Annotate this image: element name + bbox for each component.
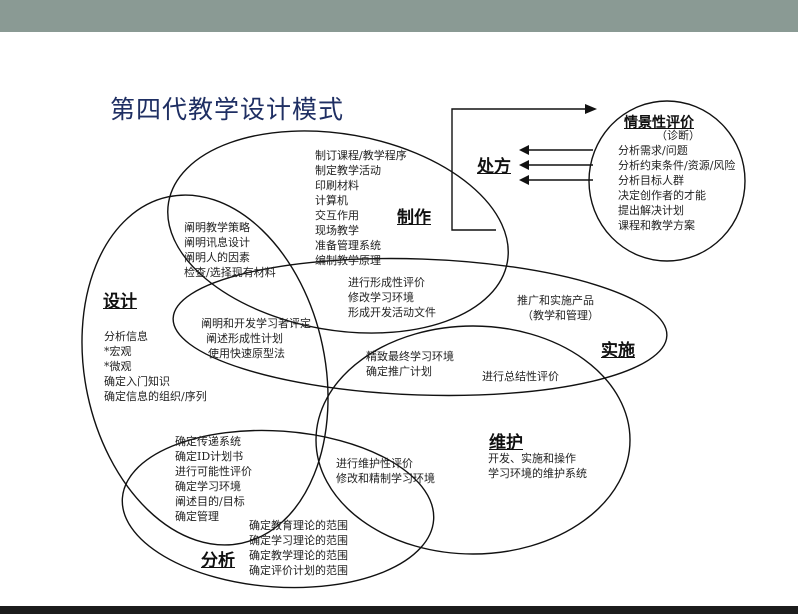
list-item: 确定入门知识 [104, 375, 170, 388]
design-ellipse [81, 194, 329, 546]
arrow-1-head [519, 145, 529, 155]
list-item: 分析信息 [104, 330, 148, 343]
list-item: 进行维护性评价 [336, 457, 413, 470]
list-item: 分析目标人群 [618, 174, 684, 187]
summative-text: 进行总结性评价 [482, 370, 559, 383]
production-ellipse [167, 130, 509, 334]
list-item: 阐明和开发学习者评定 [201, 317, 311, 330]
list-item: 决定创作者的才能 [618, 189, 706, 202]
label-prescription: 处方 [477, 157, 511, 177]
arrow-3-head [519, 175, 529, 185]
promote-list: 推广和实施产品 （教学和管理） [517, 293, 599, 323]
list-item: 课程和教学方案 [618, 219, 695, 232]
list-item: 确定信息的组织/序列 [104, 390, 207, 403]
implementation-ellipse [172, 257, 668, 397]
list-item: 进行形成性评价 [348, 276, 425, 289]
list-item: 确定推广计划 [366, 365, 432, 378]
list-item: 确定教育理论的范围 [249, 519, 348, 532]
arrow-2-head [519, 160, 529, 170]
production-list: 制订课程/教学程序 制定教学活动 印刷材料 计算机 交互作用 现场教学 准备管理… [315, 148, 407, 268]
list-item: 确定ID计划书 [175, 450, 244, 463]
list-item: 推广和实施产品 [517, 294, 594, 307]
list-item: 检查/选择现有材料 [184, 266, 276, 279]
analysis-design-list: 确定传递系统 确定ID计划书 进行可能性评价 确定学习环境 阐述目的/目标 确定… [175, 434, 252, 524]
list-item: 开发、实施和操作 [488, 452, 576, 465]
list-item: 分析约束条件/资源/风险 [618, 159, 736, 172]
list-item: 形成开发活动文件 [348, 306, 436, 319]
design-production-list: 阐明教学策略 阐明讯息设计 阐明人的因素 检查/选择现有材料 [184, 220, 276, 280]
list-item: 准备管理系统 [315, 239, 381, 252]
analysis-list: 确定教育理论的范围 确定学习理论的范围 确定教学理论的范围 确定评价计划的范围 [249, 518, 348, 578]
list-item: 计算机 [315, 194, 348, 207]
list-item: 使用快速原型法 [208, 347, 285, 360]
slide [0, 32, 798, 606]
list-item: 阐述目的/目标 [175, 495, 245, 508]
list-item: 确定管理 [175, 510, 219, 523]
list-item: 修改和精制学习环境 [336, 472, 435, 485]
evaluation-ellipse [588, 100, 746, 262]
bottom-bar [0, 606, 798, 614]
maintenance-evaluation-list: 进行维护性评价 修改和精制学习环境 [336, 456, 435, 486]
label-design: 设计 [103, 292, 137, 312]
final-list: 精致最终学习环境 确定推广计划 [366, 349, 454, 379]
list-item: 编制教学原理 [315, 254, 381, 267]
maintenance-list: 开发、实施和操作 学习环境的维护系统 [488, 451, 587, 481]
list-item: 制定教学活动 [315, 164, 381, 177]
list-item: 阐明讯息设计 [184, 236, 250, 249]
maintenance-ellipse [315, 325, 631, 555]
page-title: 第四代教学设计模式 [110, 95, 345, 124]
list-item: 精致最终学习环境 [366, 350, 454, 363]
list-item: *宏观 [104, 345, 132, 358]
list-item: 修改学习环境 [348, 291, 414, 304]
list-item: 阐明人的因素 [184, 251, 250, 264]
list-item: 制订课程/教学程序 [315, 149, 407, 162]
analysis-ellipse [121, 429, 435, 589]
top-bar [0, 0, 798, 32]
list-item: 确定学习理论的范围 [249, 534, 348, 547]
list-item: 确定传递系统 [175, 435, 241, 448]
list-item: 确定学习环境 [175, 480, 241, 493]
list-item: 确定评价计划的范围 [249, 564, 348, 577]
list-item: 提出解决计划 [618, 204, 684, 217]
list-item: （诊断） [656, 129, 700, 142]
formative-list: 进行形成性评价 修改学习环境 形成开发活动文件 [348, 275, 436, 320]
design-list: 分析信息 *宏观 *微观 确定入门知识 确定信息的组织/序列 [104, 329, 207, 404]
list-item: （教学和管理） [522, 309, 599, 322]
list-item: 阐明教学策略 [184, 221, 250, 234]
label-implementation: 实施 [601, 341, 635, 361]
list-item: 进行可能性评价 [175, 465, 252, 478]
label-production: 制作 [397, 208, 431, 228]
design-implementation-list: 阐明和开发学习者评定 阐述形成性计划 使用快速原型法 [201, 316, 311, 361]
list-item: 交互作用 [315, 209, 359, 222]
list-item: 确定教学理论的范围 [249, 549, 348, 562]
list-item: 现场教学 [315, 224, 359, 237]
list-item: 学习环境的维护系统 [488, 467, 587, 480]
connector-line [451, 108, 587, 231]
connector-arrowhead [585, 104, 597, 114]
list-item: 印刷材料 [315, 179, 359, 192]
label-situational-evaluation: 情景性评价 [624, 115, 694, 131]
label-analysis: 分析 [201, 551, 235, 571]
label-maintenance: 维护 [489, 433, 523, 453]
situational-evaluation-list: （诊断） 分析需求/问题 分析约束条件/资源/风险 分析目标人群 决定创作者的才… [618, 128, 735, 233]
list-item: 分析需求/问题 [618, 144, 688, 157]
list-item: 阐述形成性计划 [206, 332, 283, 345]
list-item: *微观 [104, 360, 132, 373]
